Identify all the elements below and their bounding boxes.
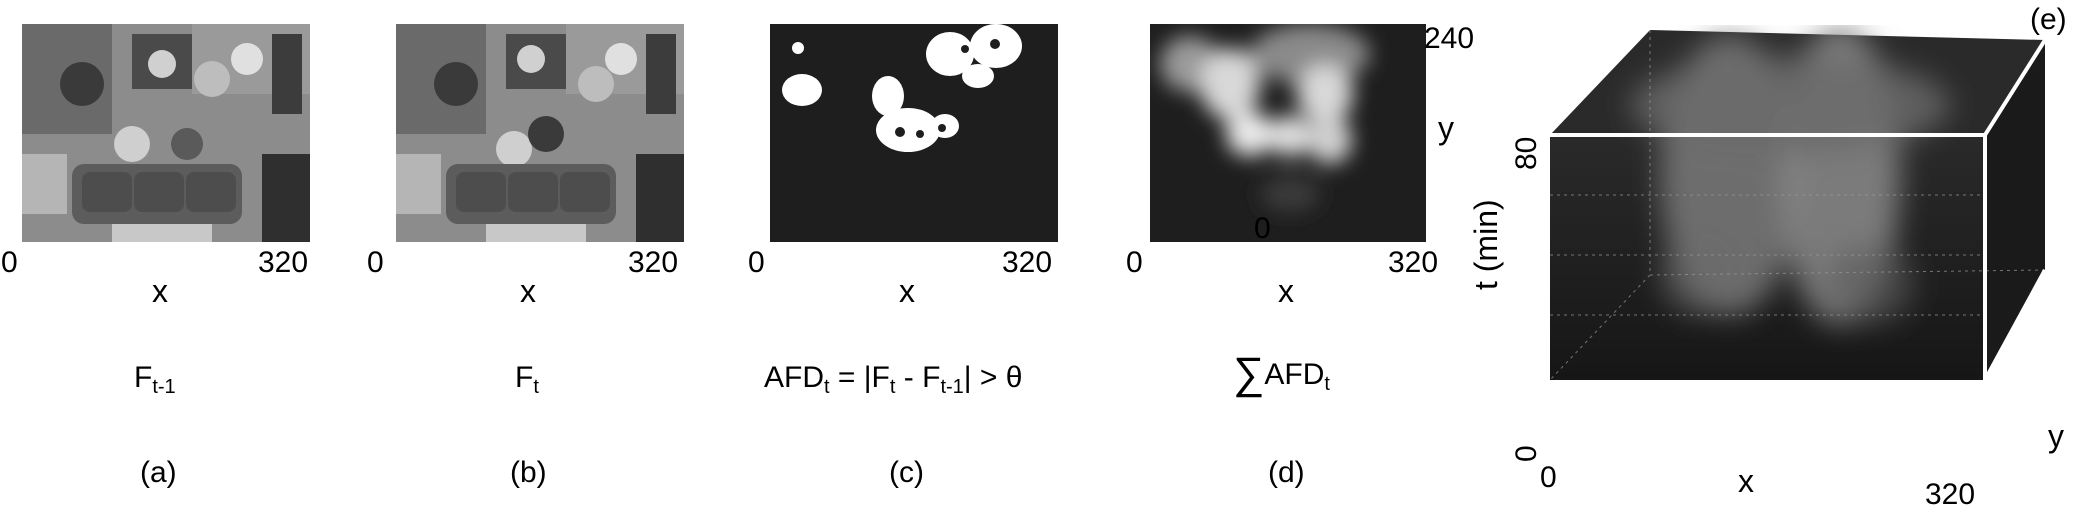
y-axis-zero: 0 bbox=[1254, 212, 1271, 245]
x-axis-label: x bbox=[1738, 463, 1754, 499]
x-axis-end: 320 bbox=[628, 246, 679, 279]
t-axis-label: t (min) bbox=[1468, 199, 1504, 290]
panel-label-c: (c) bbox=[889, 456, 924, 489]
panel-label-d: (d) bbox=[1268, 456, 1305, 489]
afd-mask-image bbox=[770, 24, 1058, 242]
y-axis-label: y bbox=[2048, 418, 2064, 454]
frame-image-t bbox=[396, 24, 684, 242]
panel-label-e: (e) bbox=[2030, 3, 2067, 36]
x-axis-start: 0 bbox=[1540, 461, 1557, 494]
panel-label-a: (a) bbox=[140, 456, 177, 489]
accumulated-afd-image bbox=[1150, 24, 1426, 242]
t-axis-zero: 0 bbox=[1510, 445, 1543, 462]
x-axis-label: x bbox=[1278, 273, 1294, 309]
x-axis-start: 0 bbox=[748, 246, 765, 279]
x-axis-start: 0 bbox=[367, 246, 384, 279]
activity-cube bbox=[1549, 25, 2047, 381]
x-axis-start: 0 bbox=[1, 246, 18, 279]
x-axis-label: x bbox=[152, 273, 168, 309]
y-axis-top: 240 bbox=[1424, 22, 1475, 55]
x-axis-label: x bbox=[899, 273, 915, 309]
x-axis-start: 0 bbox=[1126, 246, 1143, 279]
x-axis-end: 320 bbox=[1002, 246, 1053, 279]
formula-afd-threshold: AFDt = |Ft - Ft-1| > θ bbox=[764, 361, 1023, 398]
x-axis-end: 320 bbox=[1388, 246, 1439, 279]
y-axis-label: y bbox=[1438, 110, 1454, 146]
formula-f-t: Ft bbox=[515, 361, 539, 398]
t-axis-top: 80 bbox=[1510, 136, 1543, 170]
panel-label-b: (b) bbox=[510, 456, 547, 489]
formula-sum-afd: ∑AFDt bbox=[1233, 349, 1330, 398]
x-axis-end: 320 bbox=[1925, 478, 1976, 511]
formula-f-t-minus-1: Ft-1 bbox=[134, 361, 176, 398]
x-axis-label: x bbox=[520, 273, 536, 309]
frame-image-t-minus-1 bbox=[22, 24, 310, 242]
x-axis-end: 320 bbox=[258, 246, 309, 279]
